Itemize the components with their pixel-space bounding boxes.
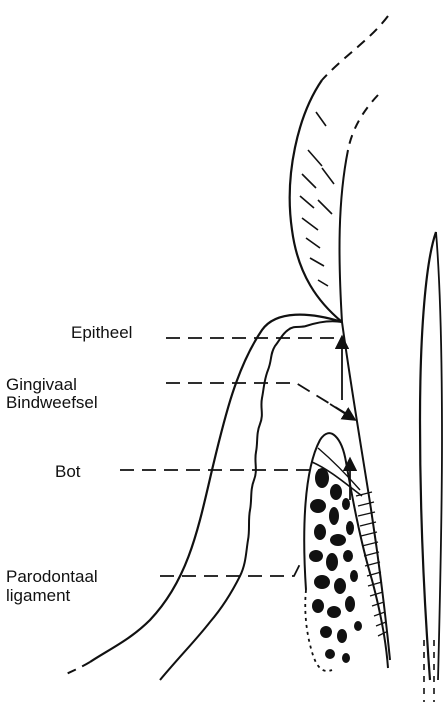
leader-gingivaal-arrow xyxy=(330,404,352,418)
leader-lines xyxy=(120,338,350,576)
label-epitheel: Epitheel xyxy=(71,323,132,342)
label-gingivaal: Gingivaal xyxy=(6,375,77,394)
label-bindweefsel: Bindweefsel xyxy=(6,393,98,412)
outer-gingiva-contour xyxy=(290,80,342,322)
label-bot: Bot xyxy=(55,462,81,481)
inner-contour-dashed xyxy=(348,95,378,150)
gingiva-dashed-bottom xyxy=(62,662,90,676)
adjacent-tooth-inner xyxy=(436,232,442,680)
crown-outline xyxy=(340,150,348,322)
outer-contour-dashed-top xyxy=(322,16,388,80)
crown-hatching xyxy=(300,112,334,286)
label-ligament: ligament xyxy=(6,586,70,605)
leader-gingivaal xyxy=(166,383,350,416)
bone-trabeculae xyxy=(309,468,362,663)
adjacent-tooth-outline xyxy=(420,232,436,680)
label-parodontaal: Parodontaal xyxy=(6,567,98,586)
gingiva-outer-surface xyxy=(90,315,342,662)
